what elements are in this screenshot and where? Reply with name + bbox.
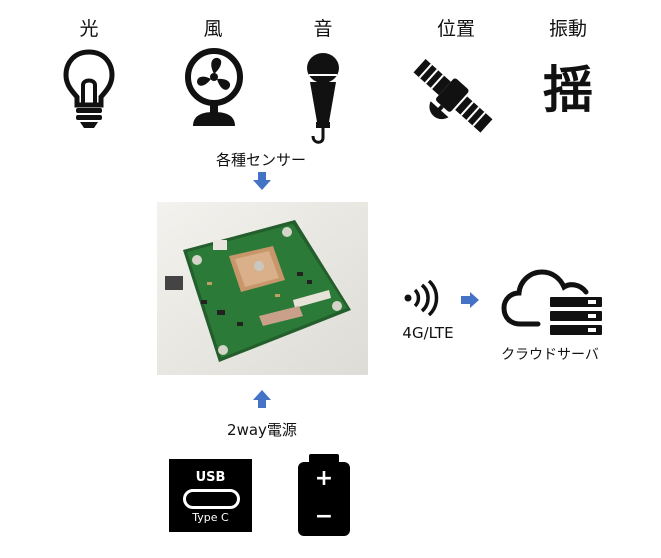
sensors-caption: 各種センサー bbox=[215, 151, 306, 169]
pcb-board-image bbox=[157, 202, 368, 375]
arrow-down-icon bbox=[253, 172, 271, 190]
arrow-up-icon bbox=[253, 390, 271, 408]
sensor-label-light: 光 bbox=[79, 18, 99, 40]
shake-kanji-icon: 揺 bbox=[543, 61, 593, 119]
lte-label: 4G/LTE bbox=[402, 324, 454, 342]
server-label: クラウドサーバ bbox=[501, 347, 599, 363]
battery-plus: + bbox=[314, 466, 334, 491]
fan-icon bbox=[183, 48, 245, 128]
sensor-label-sound: 音 bbox=[313, 18, 333, 40]
arrow-right-icon bbox=[461, 292, 479, 308]
sensor-label-wind: 風 bbox=[203, 18, 223, 40]
sensor-label-vibration: 振動 bbox=[548, 18, 587, 40]
power-caption: 2way電源 bbox=[227, 421, 297, 439]
microphone-icon bbox=[303, 52, 343, 144]
sensor-label-position: 位置 bbox=[436, 18, 475, 40]
wireless-signal-icon bbox=[404, 280, 442, 316]
usb-port-shape bbox=[183, 489, 240, 509]
cloud-server-icon bbox=[500, 262, 606, 340]
battery-minus: − bbox=[314, 504, 334, 529]
usb-type-label: Type C bbox=[192, 511, 229, 524]
lightbulb-icon bbox=[61, 47, 117, 129]
usb-type-c-icon: USB Type C bbox=[169, 459, 252, 532]
battery-icon: + − bbox=[298, 454, 350, 536]
usb-label: USB bbox=[195, 470, 226, 485]
satellite-icon bbox=[408, 56, 494, 140]
